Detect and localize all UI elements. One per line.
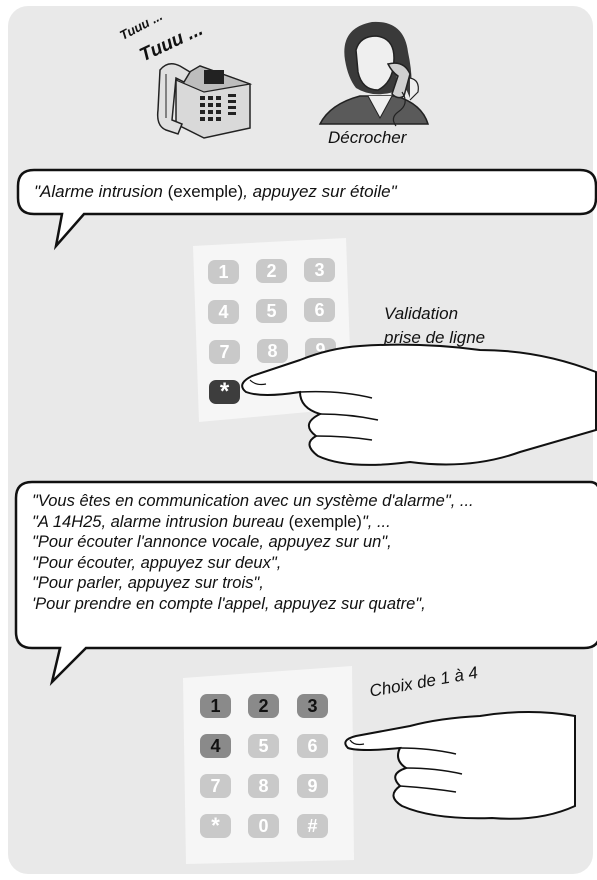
key-9[interactable]: 9 [297, 774, 328, 798]
key-0[interactable]: 0 [248, 814, 279, 838]
bubble-1-text: "Alarme intrusion (exemple), appuyez sur… [34, 182, 397, 203]
bubble-2-line-4: "Pour écouter, appuyez sur deux", [32, 553, 282, 572]
bubble-2-line-6: 'Pour prendre en compte l'appel, appuyez… [32, 594, 426, 613]
key-5[interactable]: 5 [256, 299, 287, 323]
key-8[interactable]: 8 [248, 774, 279, 798]
key-6[interactable]: 6 [297, 734, 328, 758]
key-2[interactable]: 2 [256, 259, 287, 283]
key-4[interactable]: 4 [208, 300, 239, 324]
bubble-2-line-2c: ", ... [361, 512, 391, 531]
key-star[interactable]: * [209, 378, 240, 405]
key-1[interactable]: 1 [208, 260, 239, 284]
key-8[interactable]: 8 [257, 339, 288, 363]
key-6[interactable]: 6 [304, 298, 335, 322]
bubble-2-line-2: "A 14H25, alarme intrusion bureau (exemp… [32, 512, 474, 533]
key-4[interactable]: 4 [200, 734, 231, 758]
bubble-2-line-1: "Vous êtes en communication avec un syst… [32, 492, 474, 510]
bubble-2-line-5: "Pour parler, appuyez sur trois", [32, 574, 264, 592]
bubble-1-part-1: "Alarme intrusion [34, 182, 163, 201]
pickup-label: Décrocher [328, 128, 407, 147]
bubble-2-line-2b: (exemple) [283, 512, 362, 531]
key-2[interactable]: 2 [248, 694, 279, 718]
bubble-2-line-3: "Pour écouter l'annonce vocale, appuyez … [32, 533, 392, 551]
key-3[interactable]: 3 [304, 258, 335, 282]
key-3[interactable]: 3 [297, 694, 328, 718]
key-1[interactable]: 1 [200, 694, 231, 718]
key-7[interactable]: 7 [200, 774, 231, 798]
speech-bubble-1 [16, 168, 597, 251]
speech-bubble-2 [14, 480, 597, 686]
bubble-2-text: "Vous êtes en communication avec un syst… [32, 491, 474, 614]
desk-phone-icon [156, 63, 253, 139]
validation-label-line-2: prise de ligne [384, 328, 486, 347]
validation-label: Validation prise de ligne [384, 302, 485, 350]
key-5[interactable]: 5 [248, 734, 279, 758]
key-hash[interactable]: # [297, 814, 328, 838]
bubble-1-part-3: , appuyez sur étoile" [243, 182, 397, 201]
woman-on-phone-icon [318, 21, 430, 127]
validation-label-line-1: Validation [384, 304, 459, 323]
key-star[interactable]: * [200, 813, 231, 838]
bubble-2-line-2a: "A 14H25, alarme intrusion bureau [32, 512, 284, 531]
key-7[interactable]: 7 [209, 340, 240, 364]
bubble-1-part-2: (exemple) [162, 182, 244, 201]
